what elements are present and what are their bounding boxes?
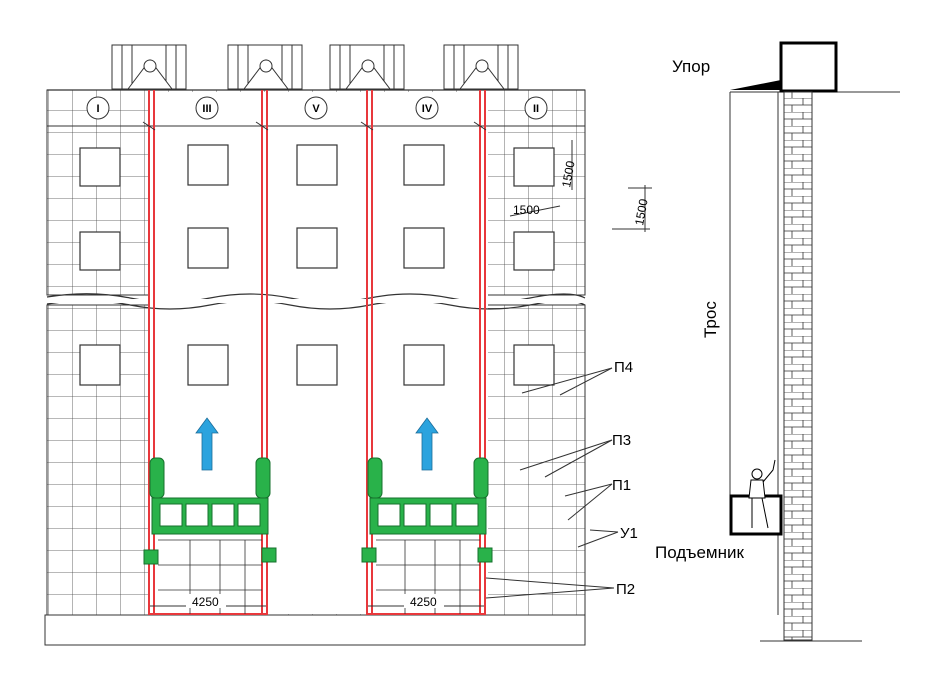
- winch-unit: [227, 44, 303, 90]
- window: [79, 231, 121, 271]
- side-view: Упор Трос Подъемник: [655, 41, 900, 642]
- stop-label: Упор: [672, 57, 710, 76]
- window: [187, 144, 229, 186]
- cradle-left: [143, 457, 277, 565]
- winch-unit: [443, 44, 519, 90]
- brick-wall: [783, 91, 813, 641]
- callout-u1: У1: [620, 525, 638, 542]
- window: [187, 344, 229, 386]
- winch-unit: [111, 44, 187, 90]
- window: [296, 144, 338, 186]
- window: [296, 227, 338, 269]
- callout-leaders: [485, 367, 619, 599]
- window: [79, 344, 121, 386]
- dimension-label: 4250: [410, 595, 437, 609]
- span-dimension-right: 4250: [368, 594, 484, 609]
- dimension-label: 4250: [192, 595, 219, 609]
- dimension-label: 1500: [559, 159, 577, 188]
- span-dimension-left: 4250: [150, 594, 266, 609]
- callout-p1: П1: [612, 477, 631, 494]
- window: [79, 147, 121, 187]
- up-arrow-icon: [195, 417, 219, 471]
- section-label: I: [96, 103, 99, 115]
- window: [513, 147, 555, 187]
- cradle-right: [361, 457, 493, 563]
- callout-p4: П4: [614, 359, 633, 376]
- up-arrows: [195, 417, 439, 471]
- dimension-label: 1500: [632, 197, 650, 226]
- section-label: IV: [422, 103, 433, 115]
- winch-unit: [329, 44, 405, 90]
- break-line-lower: [46, 300, 586, 310]
- stop-block: [779, 41, 838, 93]
- facade-elevation: I III V IV II 1500 1500 15: [44, 44, 652, 646]
- windows: [79, 144, 555, 386]
- dimension-vertical-1: 1500: [559, 140, 578, 190]
- window: [403, 227, 445, 269]
- window: [513, 231, 555, 271]
- base-plinth: [44, 614, 586, 646]
- section-label: II: [533, 103, 539, 115]
- worker-icon: [748, 459, 776, 529]
- dimension-label: 1500: [513, 203, 540, 217]
- dimension-vertical-2: 1500: [612, 185, 652, 232]
- window: [296, 344, 338, 386]
- section-markers: I III V IV II: [86, 96, 548, 120]
- up-arrow-icon: [415, 417, 439, 471]
- callout-p3: П3: [612, 432, 631, 449]
- top-dimension-ticks: [142, 121, 487, 131]
- lift-cage: [729, 494, 783, 536]
- dimension-horizontal: 1500: [509, 203, 561, 217]
- roof-winches: [111, 44, 519, 90]
- section-label: V: [312, 103, 320, 115]
- callout-p2: П2: [616, 581, 635, 598]
- section-label: III: [202, 103, 211, 115]
- cable-label: Трос: [701, 301, 720, 338]
- window: [403, 144, 445, 186]
- window: [403, 344, 445, 386]
- lift-label: Подъемник: [655, 543, 744, 562]
- window: [513, 344, 555, 386]
- window: [187, 227, 229, 269]
